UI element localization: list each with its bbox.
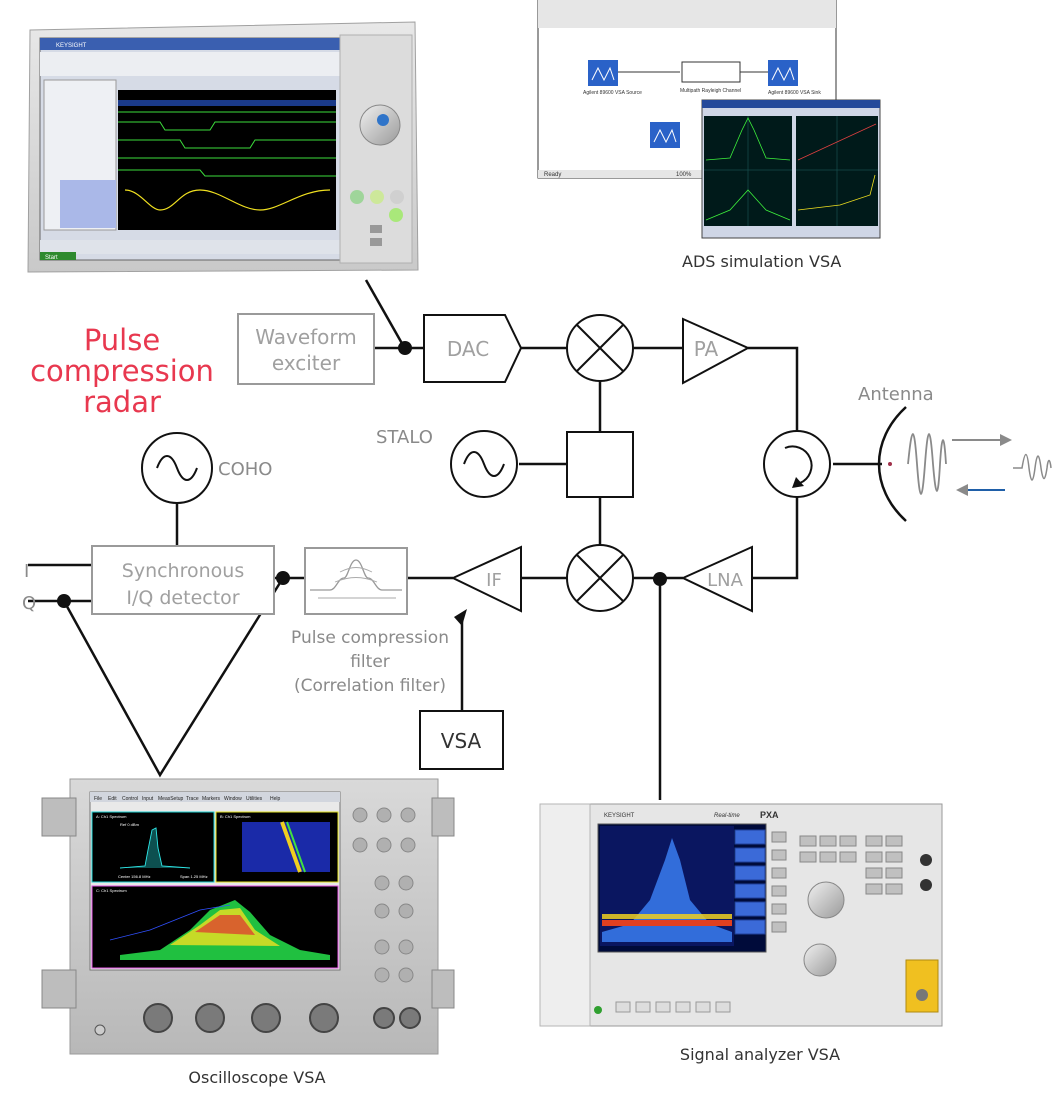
vsa-label: VSA (441, 729, 482, 753)
pa-label: PA (694, 337, 719, 361)
if-label: IF (486, 570, 502, 591)
logic-analyzer-photo: KEYSIGHT Start (27, 21, 419, 273)
filter-label: Pulse compression filter (Correlation fi… (291, 628, 449, 696)
ads-ready: Ready (544, 172, 561, 178)
osc-menu-trace: Trace (186, 796, 199, 802)
osc-menu-file: File (94, 796, 102, 802)
title-line-3: radar (83, 385, 161, 419)
osc-trace-a: A: Ch1 Spectrum (96, 814, 127, 819)
filter-label-line-3: (Correlation filter) (294, 676, 446, 696)
ads-caption: ADS simulation VSA (682, 252, 841, 271)
dac-label: DAC (447, 337, 489, 361)
osc-menu-input: Input (142, 796, 154, 802)
osc-span-a: Span 1.25 MHz (180, 874, 208, 879)
lna-label: LNA (707, 570, 743, 591)
signal-analyzer-caption: Signal analyzer VSA (680, 1045, 840, 1064)
osc-ref-a: Ref 0 dBm (120, 822, 140, 827)
dac-block: DAC (423, 314, 523, 383)
antenna: Antenna (858, 384, 1052, 522)
ads-source-label: Agilent 89600 VSA Source (583, 90, 642, 96)
signal-analyzer-photo: KEYSIGHT Real-time PXA (539, 803, 943, 1027)
osc-trace-c: C: Ch1 Spectrum (96, 888, 127, 893)
ads-zoom: 100% (676, 172, 692, 178)
pa-amplifier: PA (682, 317, 751, 385)
osc-menu-control: Control (122, 796, 138, 802)
osc-center-a: Center 156.8 MHz (118, 874, 150, 879)
tx-mixer (566, 314, 634, 382)
sa-mode: Real-time (714, 813, 740, 819)
coho-oscillator (141, 432, 213, 504)
vsa-block: VSA (419, 710, 504, 770)
title-line-1: Pulse (84, 323, 160, 357)
osc-menu-edit: Edit (108, 796, 117, 802)
antenna-label: Antenna (858, 384, 934, 405)
logic-analyzer-start: Start (45, 255, 58, 261)
osc-trace-b: B: Ch1 Spectrum (220, 814, 251, 819)
if-amplifier: IF (450, 545, 522, 613)
detector-line-1: Synchronous (122, 560, 244, 582)
filter-label-line-1: Pulse compression (291, 628, 449, 648)
circulator (763, 430, 831, 498)
detector-line-2: I/Q detector (126, 587, 239, 609)
coho-label: COHO (218, 459, 272, 480)
sa-brand: KEYSIGHT (604, 813, 635, 819)
osc-menu-meassetup: MeasSetup (158, 796, 184, 802)
logic-analyzer-brand: KEYSIGHT (56, 43, 87, 49)
filter-label-line-2: filter (350, 652, 390, 672)
sa-model: PXA (760, 810, 779, 820)
ads-sink-label: Agilent 89600 VSA Sink (768, 90, 821, 96)
stalo-oscillator (450, 430, 518, 498)
rx-mixer (566, 544, 634, 612)
oscilloscope-photo: File Edit Control Input MeasSetup Trace … (41, 778, 455, 1055)
waveform-exciter-line-1: Waveform (255, 325, 357, 349)
lna-amplifier: LNA (680, 545, 753, 613)
iq-detector-block: Synchronous I/Q detector (91, 545, 275, 615)
title-line-2: compression (30, 354, 214, 388)
stalo-label: STALO (376, 427, 433, 448)
osc-menu-utilities: Utilities (246, 796, 263, 802)
osc-menu-help: Help (270, 796, 281, 802)
waveform-exciter-block: Waveform exciter (237, 313, 375, 385)
osc-menu-markers: Markers (202, 796, 221, 802)
osc-menu-window: Window (224, 796, 242, 802)
ads-channel-label: Multipath Rayleigh Channel (680, 88, 741, 94)
waveform-exciter-line-2: exciter (272, 351, 341, 375)
i-output-label: I (24, 561, 29, 582)
vsa-arrowhead (454, 609, 467, 626)
ads-simulation-photo: Ready 100% Agilent 89600 VSA Source Agil… (537, 0, 881, 239)
oscilloscope-caption: Oscilloscope VSA (188, 1068, 325, 1087)
junction-nodes (57, 341, 667, 608)
splitter-block (566, 431, 634, 498)
pulse-compression-filter (304, 547, 408, 615)
q-output-label: Q (22, 593, 36, 614)
diagram-title: Pulse compression radar (30, 323, 214, 419)
